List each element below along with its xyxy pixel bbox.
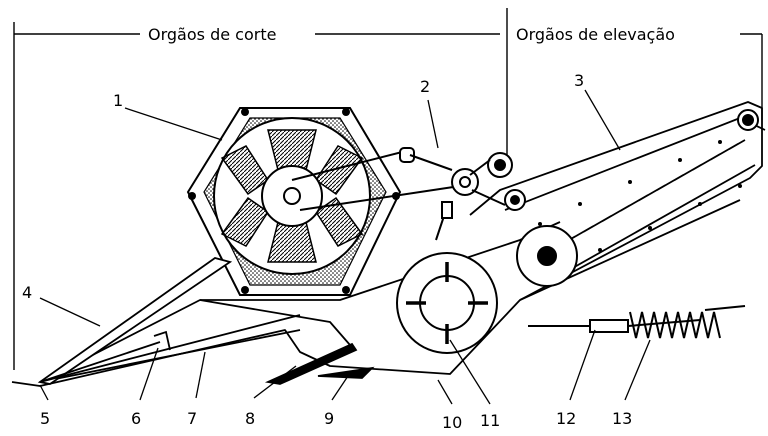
machine-frame	[11, 101, 766, 387]
part-label-1: 1	[113, 91, 123, 110]
crop-divider	[37, 257, 301, 385]
part-label-3: 3	[574, 71, 584, 90]
drive-belt	[291, 147, 526, 241]
part-label-6: 6	[131, 409, 141, 428]
part-label-11: 11	[480, 411, 500, 430]
part-label-9: 9	[324, 409, 334, 428]
elevator-lower-pulley	[516, 225, 578, 287]
part-label-13: 13	[612, 409, 632, 428]
part-label-7: 7	[187, 409, 197, 428]
auger-drum	[396, 252, 498, 354]
part-label-10: 10	[442, 413, 462, 432]
part-label-8: 8	[245, 409, 255, 428]
elevator-upper-pulley	[737, 109, 759, 131]
part-label-12: 12	[556, 409, 576, 428]
elevator-chain	[538, 140, 742, 252]
section-label-lifting: Orgãos de elevação	[516, 25, 675, 44]
section-label-cutting: Orgãos de corte	[148, 25, 276, 44]
part-label-2: 2	[420, 77, 430, 96]
section-bracket-lifting	[506, 8, 763, 160]
section-bracket-cutting	[13, 22, 500, 370]
reel	[186, 107, 402, 296]
leader-lines	[39, 89, 651, 405]
cutter-bar	[264, 342, 375, 385]
part-label-4: 4	[22, 283, 32, 302]
spring-tensioner	[528, 305, 746, 339]
part-label-5: 5	[40, 409, 50, 428]
